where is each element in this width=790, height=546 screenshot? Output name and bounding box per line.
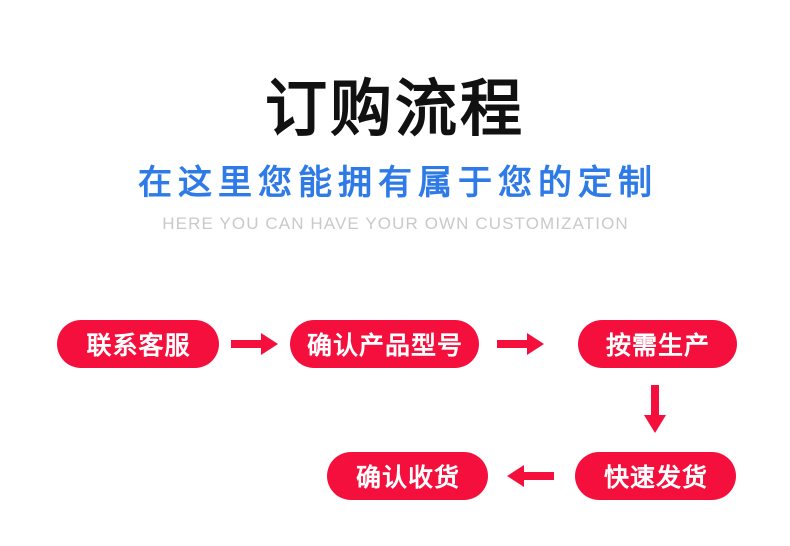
page-title: 订购流程 [264,75,525,144]
arrow-right-icon [497,331,545,357]
arrow-right-icon [231,331,279,357]
arrow-down-icon [641,385,669,435]
flow-step-confirm-receipt[interactable]: 确认收货 [327,452,488,500]
flow-step-produce-on-demand[interactable]: 按需生产 [578,320,737,368]
flow-step-fast-shipping[interactable]: 快速发货 [575,452,736,500]
page-subtitle-english: HERE YOU CAN HAVE YOUR OWN CUSTOMIZATION [162,214,629,233]
flow-step-contact-service[interactable]: 联系客服 [57,320,219,368]
arrow-left-icon [505,463,555,489]
page-subtitle: 在这里您能拥有属于您的定制 [138,164,658,202]
flow-step-confirm-model[interactable]: 确认产品型号 [290,320,479,368]
